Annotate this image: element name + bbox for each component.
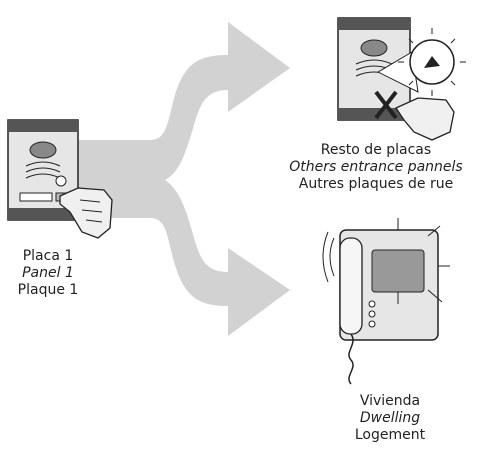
dwelling-label-fr: Logement xyxy=(354,427,426,443)
dwelling-caption: Vivienda Dwelling Logement xyxy=(340,393,440,444)
panel-1-label-es: Placa 1 xyxy=(22,248,74,264)
panel-1-entrance-panel-icon xyxy=(7,119,79,221)
others-label-en: Others entrance pannels xyxy=(289,159,463,175)
videophone-monitor-icon xyxy=(322,218,450,385)
cross-mark-icon xyxy=(374,90,398,120)
dwelling-label-en: Dwelling xyxy=(359,410,421,426)
pressing-hand-icon-2 xyxy=(395,97,455,141)
others-caption: Resto de placas Others entrance pannels … xyxy=(272,142,480,193)
others-label-es: Resto de placas xyxy=(320,142,432,158)
panel-1-label-fr: Plaque 1 xyxy=(17,282,79,298)
lit-camera-icon xyxy=(376,28,466,96)
panel-1-caption: Placa 1 Panel 1 Plaque 1 xyxy=(8,248,88,299)
others-label-fr: Autres plaques de rue xyxy=(298,176,454,192)
split-arrow-icon xyxy=(60,22,290,336)
pressing-hand-icon xyxy=(59,187,113,239)
panel-1-label-en: Panel 1 xyxy=(22,265,74,281)
dwelling-label-es: Vivienda xyxy=(359,393,421,409)
